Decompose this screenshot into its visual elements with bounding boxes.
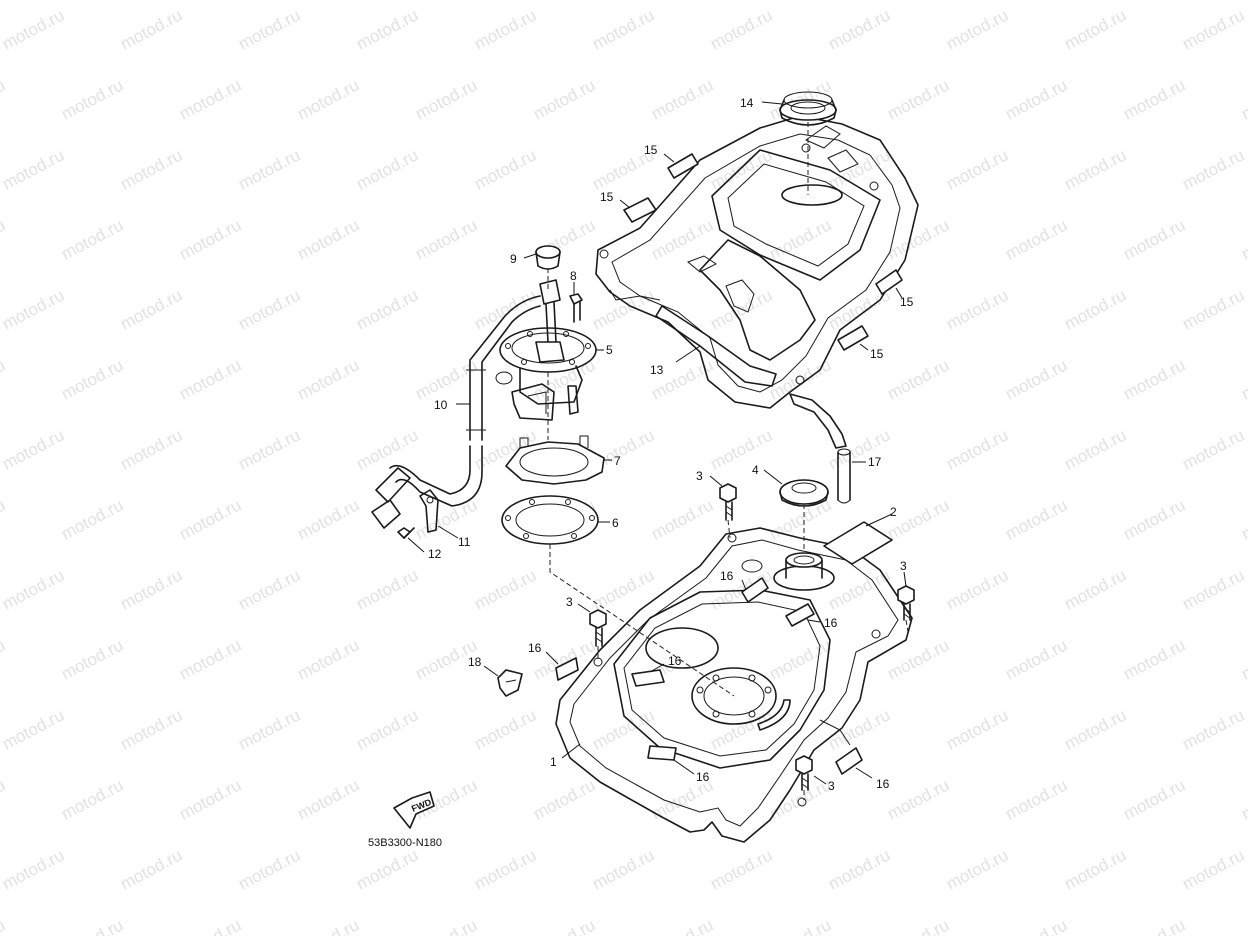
pad-2 [823,521,893,565]
cap-9 [535,245,561,270]
hose-joint [539,279,561,343]
pad-16-d [631,669,665,687]
callout-6: 6 [612,516,619,530]
callout-11: 11 [458,535,471,549]
callout-14: 14 [740,96,754,110]
pad-15-c [875,269,903,295]
callout-5: 5 [606,343,613,357]
callout-3: 3 [900,559,907,573]
fuel-tank-cover [595,115,919,449]
grommet-4 [779,479,829,507]
callout-12: 12 [428,547,442,561]
hose-17 [837,448,851,504]
callout-17: 17 [868,455,882,469]
bolt-3-c [589,609,607,647]
callout-16: 16 [720,569,734,583]
diagram-code: 53B3300-N180 [368,837,442,849]
callout-15: 15 [600,190,614,204]
callout-8: 8 [570,269,577,283]
callout-13: 13 [650,363,664,377]
callout-1: 1 [550,755,557,769]
callout-16: 16 [696,770,710,784]
callout-3: 3 [696,469,703,483]
pad-15-b [623,197,657,223]
bolt-3-d [795,755,813,791]
bracket-11 [419,489,439,533]
callout-9: 9 [510,252,517,266]
retainer-ring-7 [505,435,605,485]
pad-16-e [647,745,677,761]
hose-10 [371,295,541,529]
assembly-lines [547,122,909,800]
pad-15-a [667,153,699,179]
callout-3: 3 [828,779,835,793]
callouts: 1 2 3 3 3 3 4 5 6 7 8 9 10 11 12 13 14 [407,96,914,793]
callout-16: 16 [876,777,890,791]
pad-16-a [741,577,769,603]
callout-16: 16 [528,641,542,655]
callout-15: 15 [870,347,884,361]
callout-3: 3 [566,595,573,609]
callout-16: 16 [668,654,682,668]
screw-8 [569,293,583,323]
callout-4: 4 [752,463,759,477]
callout-10: 10 [434,398,448,412]
fuel-tank-1 [555,527,913,843]
callout-15: 15 [900,295,914,309]
bolt-3-a [719,483,737,521]
gasket-6 [501,495,599,545]
bolt-3-b [897,585,915,621]
pad-16-b [785,603,815,627]
fwd-arrow-icon: FWD [393,791,435,829]
callout-18: 18 [468,655,482,669]
pad-16-f [835,747,863,775]
clip-18 [497,669,523,697]
callout-15: 15 [644,143,658,157]
filler-cap-14 [779,91,837,126]
callout-16: 16 [824,616,838,630]
pad-16-c [555,657,579,681]
callout-7: 7 [614,454,621,468]
pad-15-d [837,325,869,351]
screw-12 [397,527,415,539]
callout-2: 2 [890,505,897,519]
fuel-pump-5 [495,327,597,421]
